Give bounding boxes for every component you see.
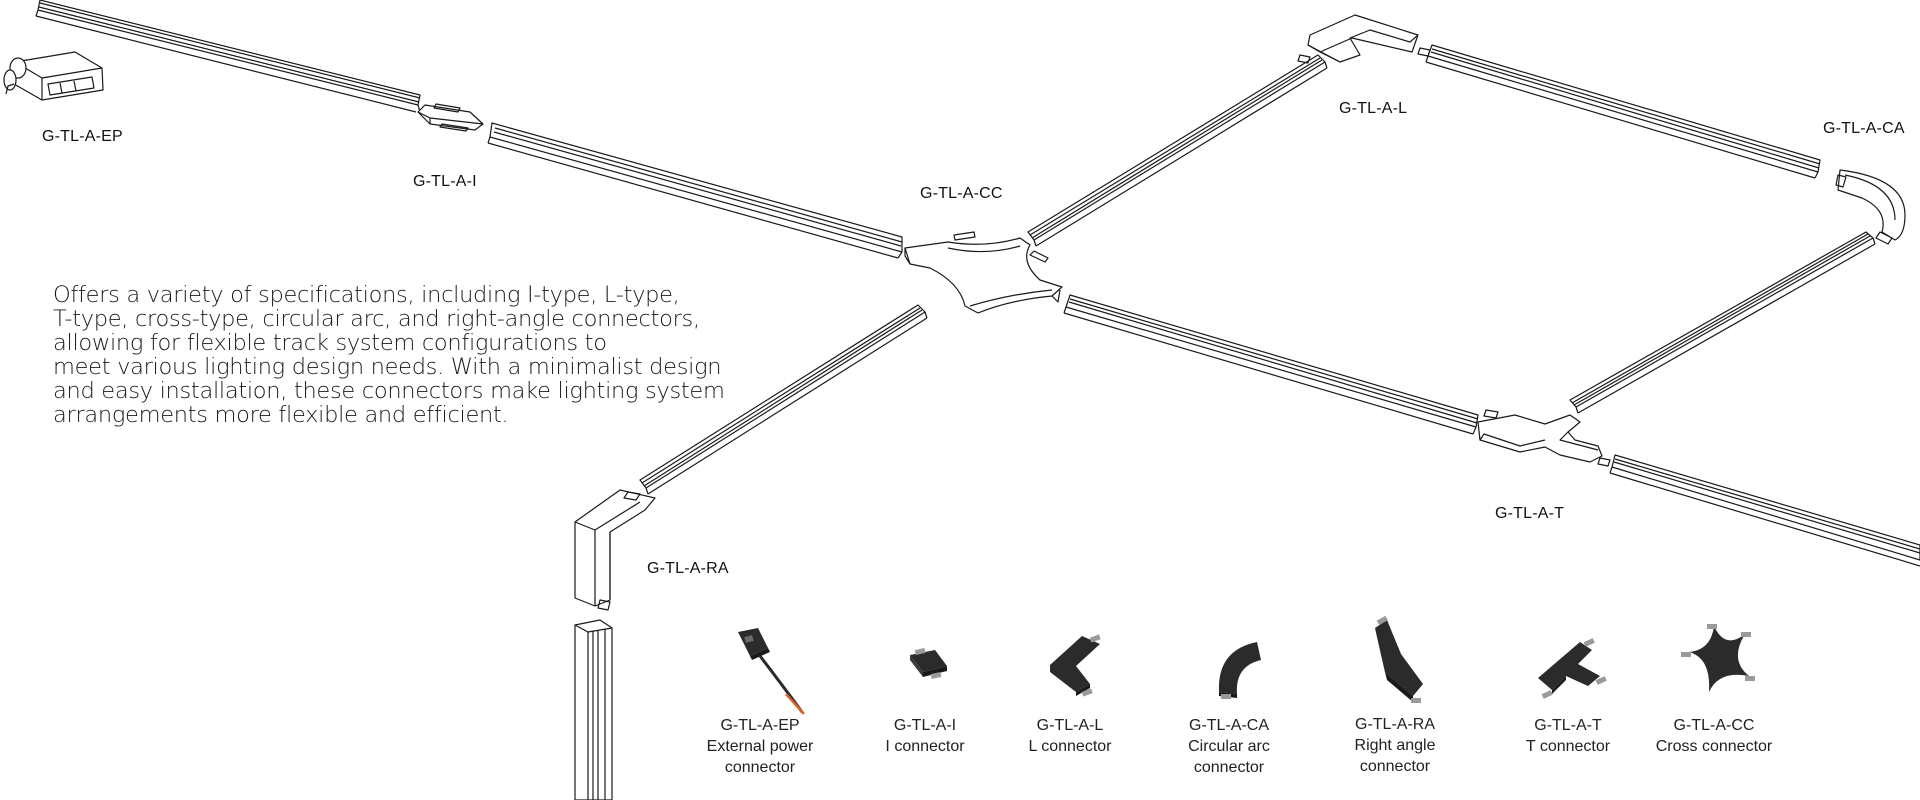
track-segment-1 (35, 0, 421, 113)
t-connector-drawing (1477, 409, 1611, 467)
l-connector-icon (1050, 634, 1101, 697)
product-name: T connector (1525, 738, 1611, 755)
product-name: connector (724, 759, 796, 776)
i-connector-icon (910, 648, 947, 679)
right-angle-connector-icon (1375, 615, 1423, 703)
product-code: G-TL-A-CA (1189, 717, 1269, 734)
l-connector-drawing (1297, 14, 1431, 64)
circular-arc-connector-icon (1218, 642, 1261, 699)
description-paragraph: Offers a variety of specifications, incl… (53, 283, 733, 427)
track-segment-6 (1063, 294, 1479, 435)
product-code: G-TL-A-I (893, 717, 957, 734)
cross-connector-icon (1681, 624, 1755, 692)
track-segment-3 (1027, 54, 1328, 247)
product-t-connector: G-TL-A-T T connector (1493, 620, 1643, 757)
description-line: T-type, cross-type, circular arc, and ri… (53, 306, 700, 332)
cross-connector-drawing (904, 231, 1063, 314)
track-segment-2 (487, 122, 903, 259)
product-name: Right angle (1354, 737, 1436, 754)
label-ra: G-TL-A-RA (647, 560, 729, 577)
external-power-connector-drawing (3, 51, 104, 101)
product-name: External power (706, 738, 814, 755)
product-name: Cross connector (1655, 738, 1773, 755)
product-name: Circular arc (1188, 738, 1270, 755)
product-name: I connector (885, 738, 965, 755)
label-ca: G-TL-A-CA (1823, 120, 1905, 137)
description-line: meet various lighting design needs. With… (53, 354, 722, 380)
product-code: G-TL-A-T (1534, 717, 1602, 734)
track-segment-5 (1569, 231, 1876, 414)
product-right-angle-connector: G-TL-A-RA Right angle connector (1320, 614, 1470, 777)
label-cc: G-TL-A-CC (920, 185, 1003, 202)
product-code: G-TL-A-RA (1355, 716, 1435, 733)
product-cross-connector: G-TL-A-CC Cross connector (1639, 620, 1789, 757)
circular-arc-connector-drawing (1835, 169, 1906, 245)
product-code: G-TL-A-L (1036, 717, 1104, 734)
product-code: G-TL-A-CC (1673, 717, 1755, 734)
external-power-connector-icon (738, 628, 805, 715)
product-i-connector: G-TL-A-I I connector (850, 620, 1000, 757)
description-line: and easy installation, these connectors … (53, 378, 725, 404)
description-line: allowing for flexible track system confi… (53, 330, 607, 356)
i-connector-drawing (417, 103, 484, 132)
product-external-power: G-TL-A-EP External power connector (685, 620, 835, 778)
product-name: connector (1193, 759, 1265, 776)
description-line: Offers a variety of specifications, incl… (53, 282, 680, 308)
description-line: arrangements more flexible and efficient… (53, 402, 509, 428)
product-code: G-TL-A-EP (720, 717, 800, 734)
right-angle-connector-drawing (574, 489, 656, 611)
label-t: G-TL-A-T (1495, 505, 1565, 522)
track-segment-8 (639, 304, 928, 495)
label-ep: G-TL-A-EP (42, 128, 123, 145)
product-l-connector: G-TL-A-L L connector (995, 620, 1145, 757)
product-circular-arc-connector: G-TL-A-CA Circular arc connector (1154, 620, 1304, 778)
track-segment-9 (574, 619, 613, 800)
label-i: G-TL-A-I (413, 173, 477, 190)
t-connector-icon (1538, 638, 1607, 699)
track-segment-4 (1425, 44, 1821, 179)
track-segment-7 (1609, 454, 1920, 567)
product-name: L connector (1028, 738, 1112, 755)
product-name: connector (1359, 758, 1431, 775)
label-l: G-TL-A-L (1339, 100, 1408, 117)
